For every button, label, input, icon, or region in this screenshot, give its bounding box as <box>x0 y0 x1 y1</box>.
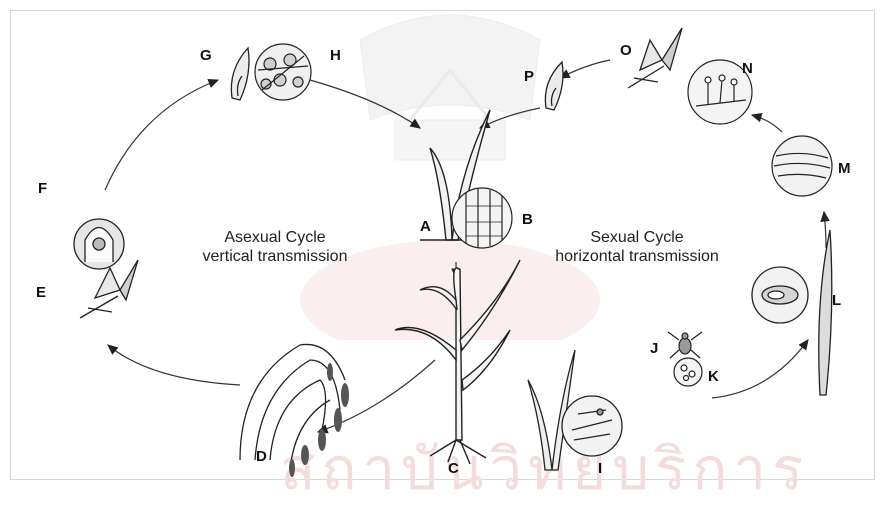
label-h: H <box>330 47 341 64</box>
sexual-cycle-label: Sexual Cycle horizontal transmission <box>522 228 752 266</box>
label-i: I <box>598 460 602 477</box>
label-k: K <box>708 368 719 385</box>
floret-o-icon <box>628 28 682 88</box>
seed-p-icon <box>545 62 563 110</box>
fly-j-icon <box>668 332 702 358</box>
endophyte-b-icon <box>452 188 512 248</box>
seed-g-icon <box>231 48 249 100</box>
diagram-drawing <box>0 0 888 489</box>
label-g: G <box>200 47 212 64</box>
life-cycle-diagram: สถาบันวิทยบริการ <box>0 0 888 489</box>
arrow-o-to-p <box>560 60 610 78</box>
label-d: D <box>256 448 267 465</box>
asexual-cycle-label: Asexual Cycle vertical transmission <box>180 228 370 266</box>
sexual-subtitle: horizontal transmission <box>522 247 752 266</box>
asexual-subtitle: vertical transmission <box>180 247 370 266</box>
arrow-k-to-l <box>712 340 808 398</box>
label-m: M <box>838 160 851 177</box>
stroma-i-icon <box>528 350 622 470</box>
arrow-l-to-m <box>824 212 826 248</box>
sexual-title: Sexual Cycle <box>522 228 752 247</box>
hyphae-h-icon <box>255 44 311 100</box>
arrow-m-to-n <box>752 115 782 132</box>
label-c: C <box>448 460 459 477</box>
label-j: J <box>650 340 658 357</box>
label-a: A <box>420 218 431 235</box>
hyphae-m-icon <box>772 136 832 196</box>
mature-plant-c-icon <box>395 260 520 464</box>
label-f: F <box>38 180 47 197</box>
arrow-h-to-a <box>310 80 420 128</box>
ovary-f-icon <box>74 219 124 269</box>
label-e: E <box>36 284 46 301</box>
asexual-title: Asexual Cycle <box>180 228 370 247</box>
perithecium-l-icon <box>752 230 832 395</box>
floret-e-icon <box>80 260 138 318</box>
label-l: L <box>832 292 841 309</box>
label-p: P <box>524 68 534 85</box>
label-n: N <box>742 60 753 77</box>
label-b: B <box>522 211 533 228</box>
spores-k-icon <box>674 358 702 386</box>
arrow-f-to-g <box>105 80 218 190</box>
label-o: O <box>620 42 632 59</box>
arrow-d-to-e <box>108 345 240 385</box>
